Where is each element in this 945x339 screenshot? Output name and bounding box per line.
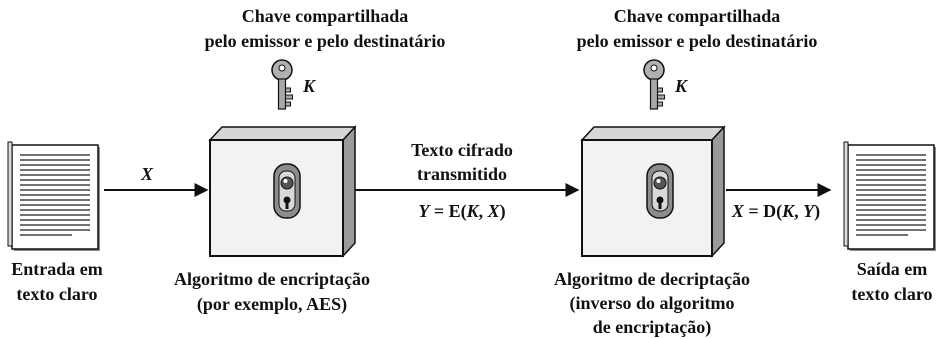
decryption-formula: X = D(K, Y): [731, 201, 820, 222]
input-label-line1: Entrada em: [11, 259, 103, 279]
decryption-label-line3: de encriptação): [593, 317, 711, 338]
transmission-label-line2: transmitido: [417, 164, 507, 184]
decryption-label-line1: Algoritmo de decriptação: [554, 269, 750, 289]
output-label-line2: texto claro: [851, 284, 932, 304]
lock-icon-decryption: [646, 163, 674, 219]
encryption-label-line2: (por exemplo, AES): [197, 294, 347, 315]
key-icon-left: [271, 59, 294, 110]
shared-key-left-line2: pelo emissor e pelo destinatário: [205, 31, 446, 51]
encryption-formula: Y = E(K, X): [418, 201, 505, 222]
shared-key-right-line1: Chave compartilhada: [614, 6, 781, 26]
decryption-label-line2: (inverso do algoritmo: [570, 293, 735, 314]
input-label-line2: texto claro: [16, 284, 97, 304]
document-icon-output: [843, 141, 937, 252]
document-icon-input: [7, 141, 101, 252]
lock-icon-encryption: [273, 163, 301, 219]
shared-key-right-line2: pelo emissor e pelo destinatário: [577, 31, 818, 51]
key-letter-right: K: [674, 76, 689, 96]
output-label-line1: Saída em: [857, 259, 928, 279]
arrow-label-x: X: [140, 164, 154, 184]
decryption-box: [580, 125, 726, 258]
shared-key-left-line1: Chave compartilhada: [242, 6, 409, 26]
encryption-label-line1: Algoritmo de encriptação: [174, 269, 370, 289]
key-letter-left: K: [302, 76, 317, 96]
key-icon-right: [643, 59, 666, 110]
transmission-label-line1: Texto cifrado: [411, 140, 513, 160]
